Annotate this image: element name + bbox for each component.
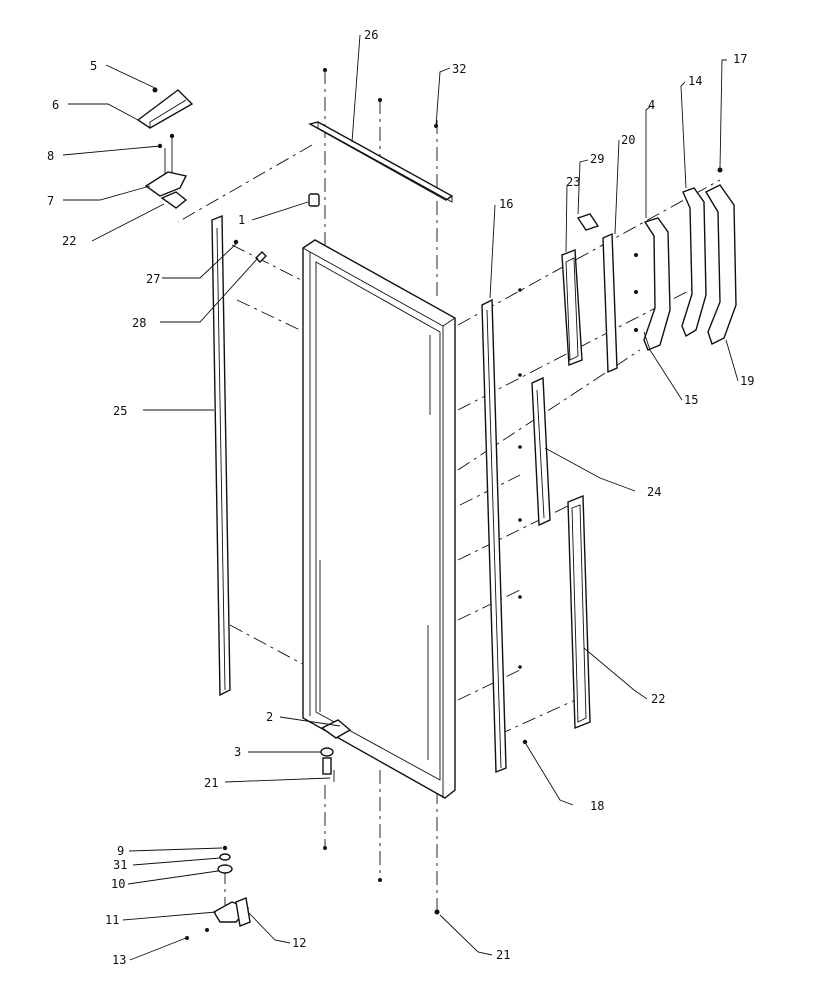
channel-strip-25 (531, 376, 551, 527)
callout-9: 9 (117, 844, 124, 858)
callout-5: 5 (90, 59, 97, 73)
callout-12: 12 (292, 936, 306, 950)
handle-14 (681, 187, 707, 338)
callout-32: 32 (452, 62, 466, 76)
callout-22: 22 (651, 692, 665, 706)
callout-16: 16 (499, 197, 513, 211)
handle-4 (643, 217, 671, 351)
fastener-screws (323, 68, 723, 915)
callout-1: 1 (238, 213, 245, 227)
callout-6: 6 (52, 98, 59, 112)
callout-19: 19 (740, 374, 754, 388)
callout-4: 4 (648, 98, 655, 112)
callout-15: 15 (684, 393, 698, 407)
bushing-1 (308, 193, 320, 207)
bottom-hinge-assembly (185, 845, 251, 940)
callout-27: 26 (364, 28, 378, 42)
spacer-strip-20 (602, 232, 618, 374)
callout-7: 7 (47, 194, 54, 208)
callout-2: 2 (266, 710, 273, 724)
handle-channel-24 (561, 249, 583, 366)
callout-labels: 5 6 8 7 22 1 27 28 25 26 32 16 29 23 20 … (47, 28, 754, 967)
callout-25: 24 (647, 485, 661, 499)
door-frame (302, 239, 456, 799)
callout-18: 18 (590, 799, 604, 813)
screw-29 (255, 251, 267, 263)
callout-23: 22 (62, 234, 76, 248)
lower-hinge-pin-assembly (320, 719, 352, 782)
callout-10: 10 (111, 877, 125, 891)
callout-17: 17 (733, 52, 747, 66)
callout-26: 25 (113, 404, 127, 418)
top-trim-strip (308, 121, 454, 203)
callout-28: 27 (146, 272, 160, 286)
callout-3: 3 (234, 745, 241, 759)
callout-30: 29 (590, 152, 604, 166)
callout-21-lower: 21 (496, 948, 510, 962)
channel-22 (567, 494, 591, 730)
screw-28 (233, 239, 239, 245)
clip-30 (576, 213, 600, 231)
callout-14: 14 (688, 74, 702, 88)
leader-lines (62, 34, 739, 961)
left-trim-strip (211, 214, 231, 697)
callout-24: 23 (566, 175, 580, 189)
callout-29: 28 (132, 316, 146, 330)
callout-11: 11 (105, 913, 119, 927)
top-hinge-assembly (136, 87, 194, 209)
callout-21-upper: 21 (204, 776, 218, 790)
callout-8: 8 (47, 149, 54, 163)
callout-13: 13 (112, 953, 126, 967)
right-long-trim-strip (481, 298, 507, 774)
callout-31: 31 (113, 858, 127, 872)
callout-20: 20 (621, 133, 635, 147)
handle-19 (705, 184, 737, 345)
